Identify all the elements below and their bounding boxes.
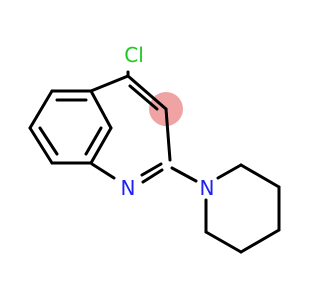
chlorine-atom-label: Cl bbox=[124, 43, 144, 67]
bond bbox=[38, 126, 59, 156]
bond bbox=[90, 162, 116, 180]
bond bbox=[28, 89, 54, 130]
bond bbox=[126, 74, 168, 111]
piperidine-nitrogen-atom-label: N bbox=[200, 176, 215, 200]
bond bbox=[84, 126, 103, 156]
bond bbox=[164, 107, 172, 162]
bonds bbox=[28, 70, 281, 254]
bond bbox=[239, 163, 281, 189]
bond bbox=[170, 166, 198, 183]
bond bbox=[239, 228, 281, 254]
bond bbox=[140, 162, 163, 177]
bond bbox=[128, 84, 159, 111]
bond bbox=[89, 74, 130, 93]
bond bbox=[28, 126, 54, 165]
bond bbox=[141, 168, 164, 184]
bond bbox=[204, 230, 243, 254]
molecule-diagram: Cl N N bbox=[28, 43, 281, 254]
bond bbox=[89, 126, 113, 165]
bond bbox=[216, 163, 243, 180]
bond bbox=[89, 89, 113, 130]
ring-nitrogen-atom-label: N bbox=[121, 176, 136, 200]
